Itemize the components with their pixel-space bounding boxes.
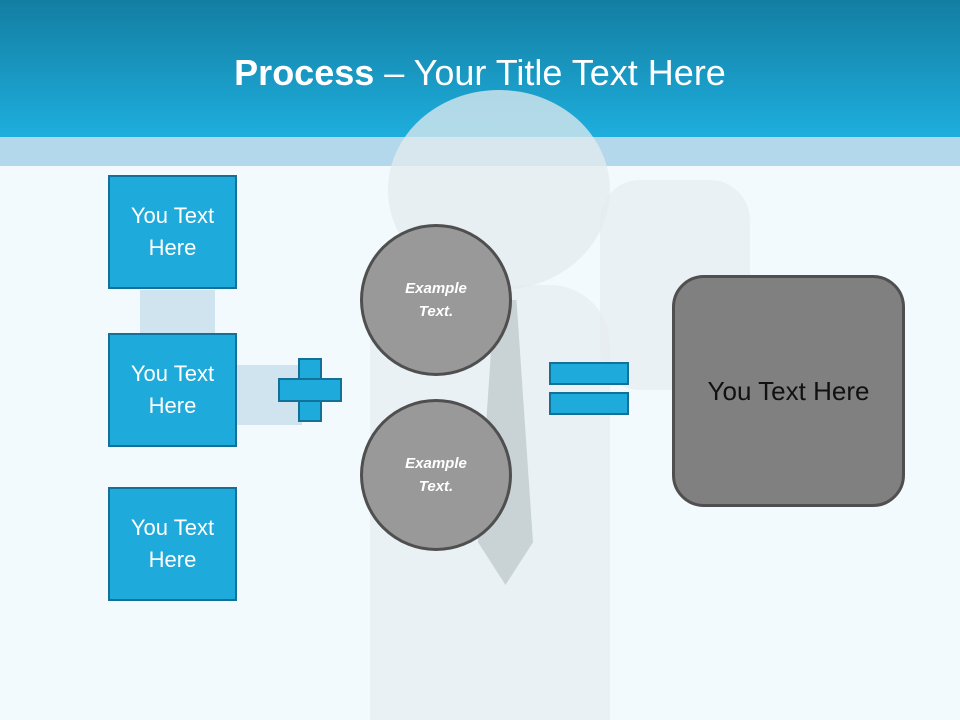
circle-label: Example Text. xyxy=(405,280,467,320)
text-box-label: You Text Here xyxy=(130,361,215,418)
circle-2[interactable]: Example Text. xyxy=(360,399,512,551)
equals-icon-top xyxy=(549,362,629,385)
result-box[interactable]: You Text Here xyxy=(672,275,905,507)
background-chart-bars xyxy=(140,290,215,335)
result-label: You Text Here xyxy=(707,375,870,406)
slide-title: Process – Your Title Text Here xyxy=(234,52,726,93)
equals-icon-bottom xyxy=(549,392,629,415)
text-box-label: You Text Here xyxy=(130,515,215,572)
text-box-3[interactable]: You Text Here xyxy=(108,487,237,601)
plus-icon-center xyxy=(300,380,320,400)
text-box-2[interactable]: You Text Here xyxy=(108,333,237,447)
text-box-label: You Text Here xyxy=(130,203,215,260)
text-box-1[interactable]: You Text Here xyxy=(108,175,237,289)
circle-1[interactable]: Example Text. xyxy=(360,224,512,376)
circle-label: Example Text. xyxy=(405,455,467,495)
